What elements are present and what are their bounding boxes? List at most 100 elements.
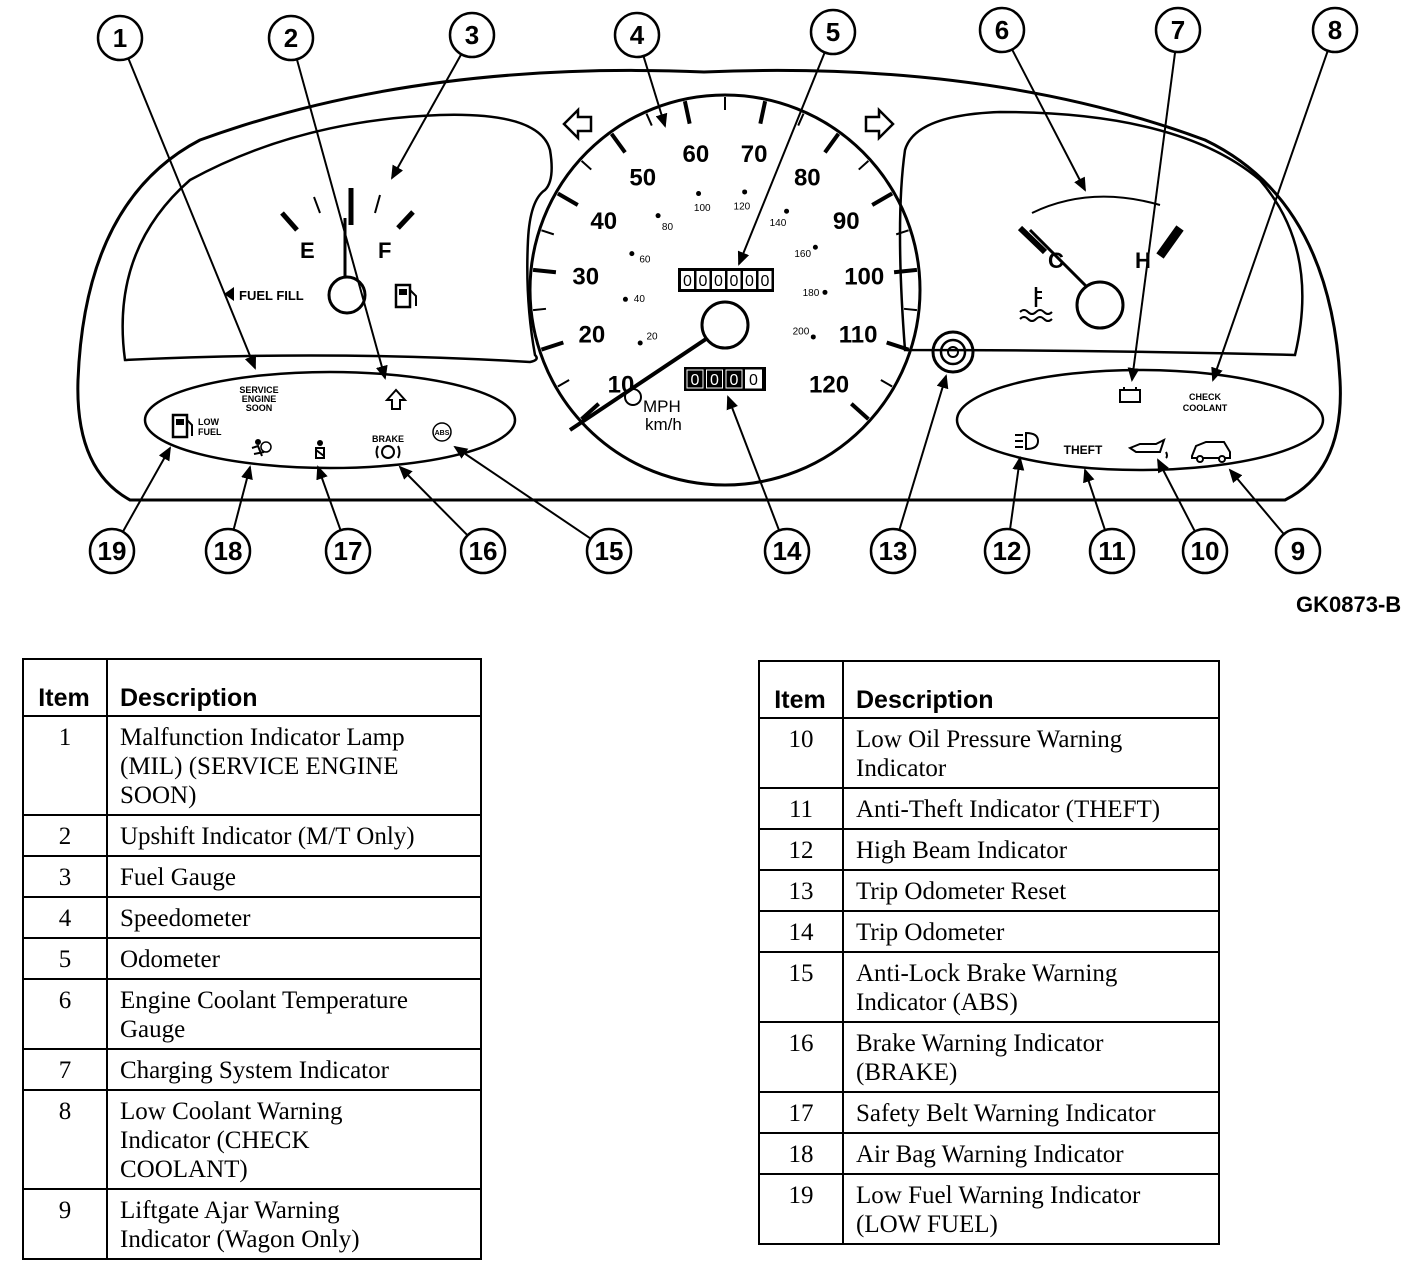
description-line: Low Oil Pressure Warning <box>856 726 1123 753</box>
speedometer-needle <box>568 333 714 432</box>
callout-circle-14 <box>763 527 811 575</box>
callout-number-19: 19 <box>98 536 127 566</box>
kmh-tick-dot <box>622 296 628 302</box>
service-engine-soon-line3: SOON <box>246 403 273 413</box>
mph-major-tick <box>609 132 627 154</box>
callout-leader-14 <box>726 395 781 531</box>
mph-minor-tick <box>532 307 547 312</box>
item-number: 13 <box>758 869 844 912</box>
brake-label: BRAKE <box>372 434 404 444</box>
table-row: 13 Trip Odometer Reset <box>758 869 1220 912</box>
fuel-gauge-pod <box>121 113 553 364</box>
theft-label: THEFT <box>1064 443 1103 457</box>
mph-major-tick <box>758 100 768 125</box>
legend-header-row: Item Description <box>22 658 482 717</box>
callout-number-12: 12 <box>993 536 1022 566</box>
callout-number-17: 17 <box>334 536 363 566</box>
kmh-tick-label: 100 <box>694 203 711 214</box>
odometer-digit-cell <box>743 271 756 289</box>
callout-circle-1 <box>96 14 144 62</box>
item-description: Speedometer <box>106 896 482 939</box>
left-turn-signal-icon <box>562 106 593 142</box>
item-description: Malfunction Indicator Lamp(MIL) (SERVICE… <box>106 715 482 816</box>
callout-number-9: 9 <box>1291 536 1305 566</box>
kmh-tick-label: 180 <box>803 288 820 299</box>
header-description: Description <box>842 660 1220 719</box>
trip-reset-knob[interactable] <box>931 330 975 374</box>
callout-number-2: 2 <box>284 23 298 53</box>
odometer-digit: 0 <box>714 273 723 290</box>
item-description: Trip Odometer <box>842 910 1220 953</box>
trip-digit: 0 <box>730 372 739 389</box>
kmh-tick-label: 120 <box>734 202 751 213</box>
callout-leader-6 <box>1011 49 1086 192</box>
fuel-fill-label: FUEL FILL <box>239 288 304 303</box>
kmh-tick-dot <box>629 251 635 257</box>
callout-circle-18 <box>204 527 252 575</box>
description-line: (BRAKE) <box>856 1059 958 1086</box>
mph-tick-label: 40 <box>590 208 617 235</box>
mph-minor-tick <box>797 113 805 126</box>
liftgate-ajar-icon <box>1191 441 1231 463</box>
description-line: Trip Odometer Reset <box>856 878 1067 905</box>
coolant-temp-icon <box>1019 287 1053 322</box>
low-fuel-line2: FUEL <box>198 427 222 437</box>
unit-kmh: km/h <box>645 415 682 434</box>
header-item: Item <box>22 658 108 717</box>
speedometer-ticks <box>532 97 918 421</box>
mph-minor-tick <box>645 113 653 126</box>
item-number: 8 <box>22 1089 108 1190</box>
description-line: Anti-Theft Indicator (THEFT) <box>856 796 1161 823</box>
safety-belt-icon <box>315 440 325 459</box>
mph-minor-tick <box>903 307 918 312</box>
item-number: 12 <box>758 828 844 871</box>
callout-leader-3 <box>391 53 463 180</box>
mph-major-tick <box>886 340 910 352</box>
callout-leader-18 <box>232 465 253 530</box>
fuel-empty-label: E <box>300 238 315 263</box>
callout-number-14: 14 <box>773 536 802 566</box>
callout-circle-3 <box>448 11 496 59</box>
kmh-tick-dot <box>810 334 816 340</box>
callout-leader-17 <box>316 465 342 531</box>
description-line: Air Bag Warning Indicator <box>856 1141 1124 1168</box>
fuel-pump-icon <box>394 283 417 309</box>
high-beam-icon <box>1015 431 1040 451</box>
callout-leader-lines <box>121 49 1329 540</box>
item-number: 4 <box>22 896 108 939</box>
callout-number-7: 7 <box>1171 15 1185 45</box>
item-number: 3 <box>22 855 108 898</box>
mph-tick-label: 60 <box>683 141 710 168</box>
mph-major-tick <box>532 267 557 275</box>
description-line: Brake Warning Indicator <box>856 1030 1104 1057</box>
trip-digit: 0 <box>749 372 758 389</box>
item-number: 18 <box>758 1132 844 1175</box>
service-engine-soon-line1: SERVICE <box>239 385 278 395</box>
check-coolant-line2: COOLANT <box>1183 403 1228 413</box>
callout-leader-2 <box>295 58 388 380</box>
trip-digit: 0 <box>710 372 719 389</box>
description-line: Charging System Indicator <box>120 1057 389 1084</box>
mph-minor-tick <box>580 160 592 171</box>
description-line: (LOW FUEL) <box>856 1211 998 1238</box>
item-number: 15 <box>758 951 844 1023</box>
odometer-digit-cell <box>758 271 772 289</box>
callout-leader-19 <box>121 446 171 533</box>
callout-number-4: 4 <box>630 20 645 50</box>
callout-circle-17 <box>324 527 372 575</box>
trip-reset-knob-center <box>947 346 959 358</box>
mph-major-tick <box>682 100 692 125</box>
